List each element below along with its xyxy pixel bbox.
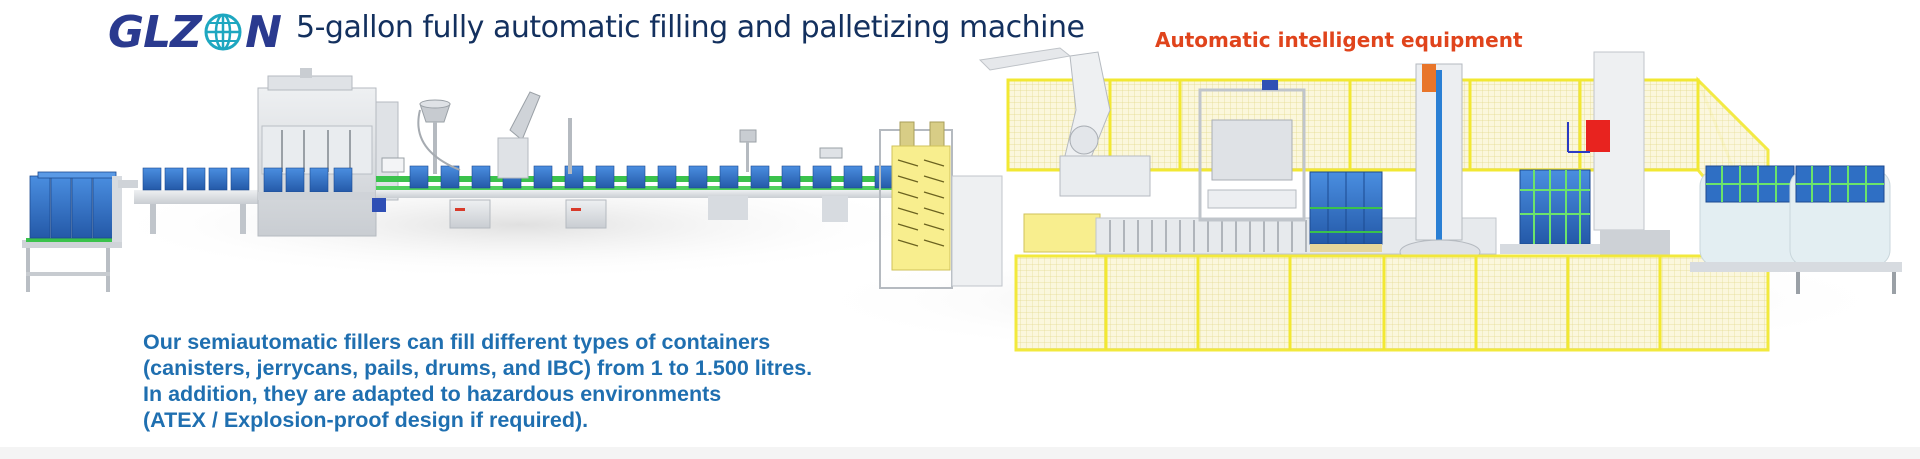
main-conveyor bbox=[376, 165, 896, 198]
brand-logo: GLZ N bbox=[108, 6, 282, 58]
finished-pallets bbox=[1690, 165, 1902, 294]
cap-feeder bbox=[417, 99, 491, 229]
strapped-pallet bbox=[1500, 169, 1610, 254]
description-line: In addition, they are adapted to hazardo… bbox=[143, 382, 722, 406]
page-title: 5-gallon fully automatic filling and pal… bbox=[296, 10, 1085, 45]
full-pallet bbox=[1309, 171, 1383, 252]
logo-text-right: N bbox=[245, 6, 282, 58]
description-line: (ATEX / Explosion-proof design if requir… bbox=[143, 408, 589, 432]
capping-machine bbox=[497, 91, 607, 229]
container-infeed-pallet bbox=[22, 171, 138, 292]
pallet-wrapping-machine bbox=[1399, 63, 1481, 265]
globe-icon bbox=[204, 13, 242, 51]
layer-forming-station bbox=[1198, 80, 1306, 222]
labeling-station bbox=[708, 129, 757, 220]
description-block: Our semiautomatic fillers can fill diffe… bbox=[143, 329, 812, 433]
logo-text-left: GLZ bbox=[108, 6, 202, 58]
description-line: (canisters, jerrycans, pails, drums, and… bbox=[143, 356, 813, 380]
coding-station bbox=[819, 147, 848, 222]
filling-machine bbox=[257, 68, 405, 237]
infeed-conveyor bbox=[134, 167, 274, 234]
description-line: Our semiautomatic fillers can fill diffe… bbox=[143, 330, 771, 354]
slip-sheet-stack bbox=[1023, 213, 1101, 253]
strapping-machine bbox=[1567, 51, 1670, 256]
bottom-band bbox=[0, 447, 1920, 459]
safety-fence-back bbox=[1006, 78, 1700, 172]
section-subtitle: Automatic intelligent equipment bbox=[1155, 28, 1523, 52]
palletizing-robot bbox=[978, 47, 1151, 197]
pallet-dispenser bbox=[879, 121, 1003, 289]
